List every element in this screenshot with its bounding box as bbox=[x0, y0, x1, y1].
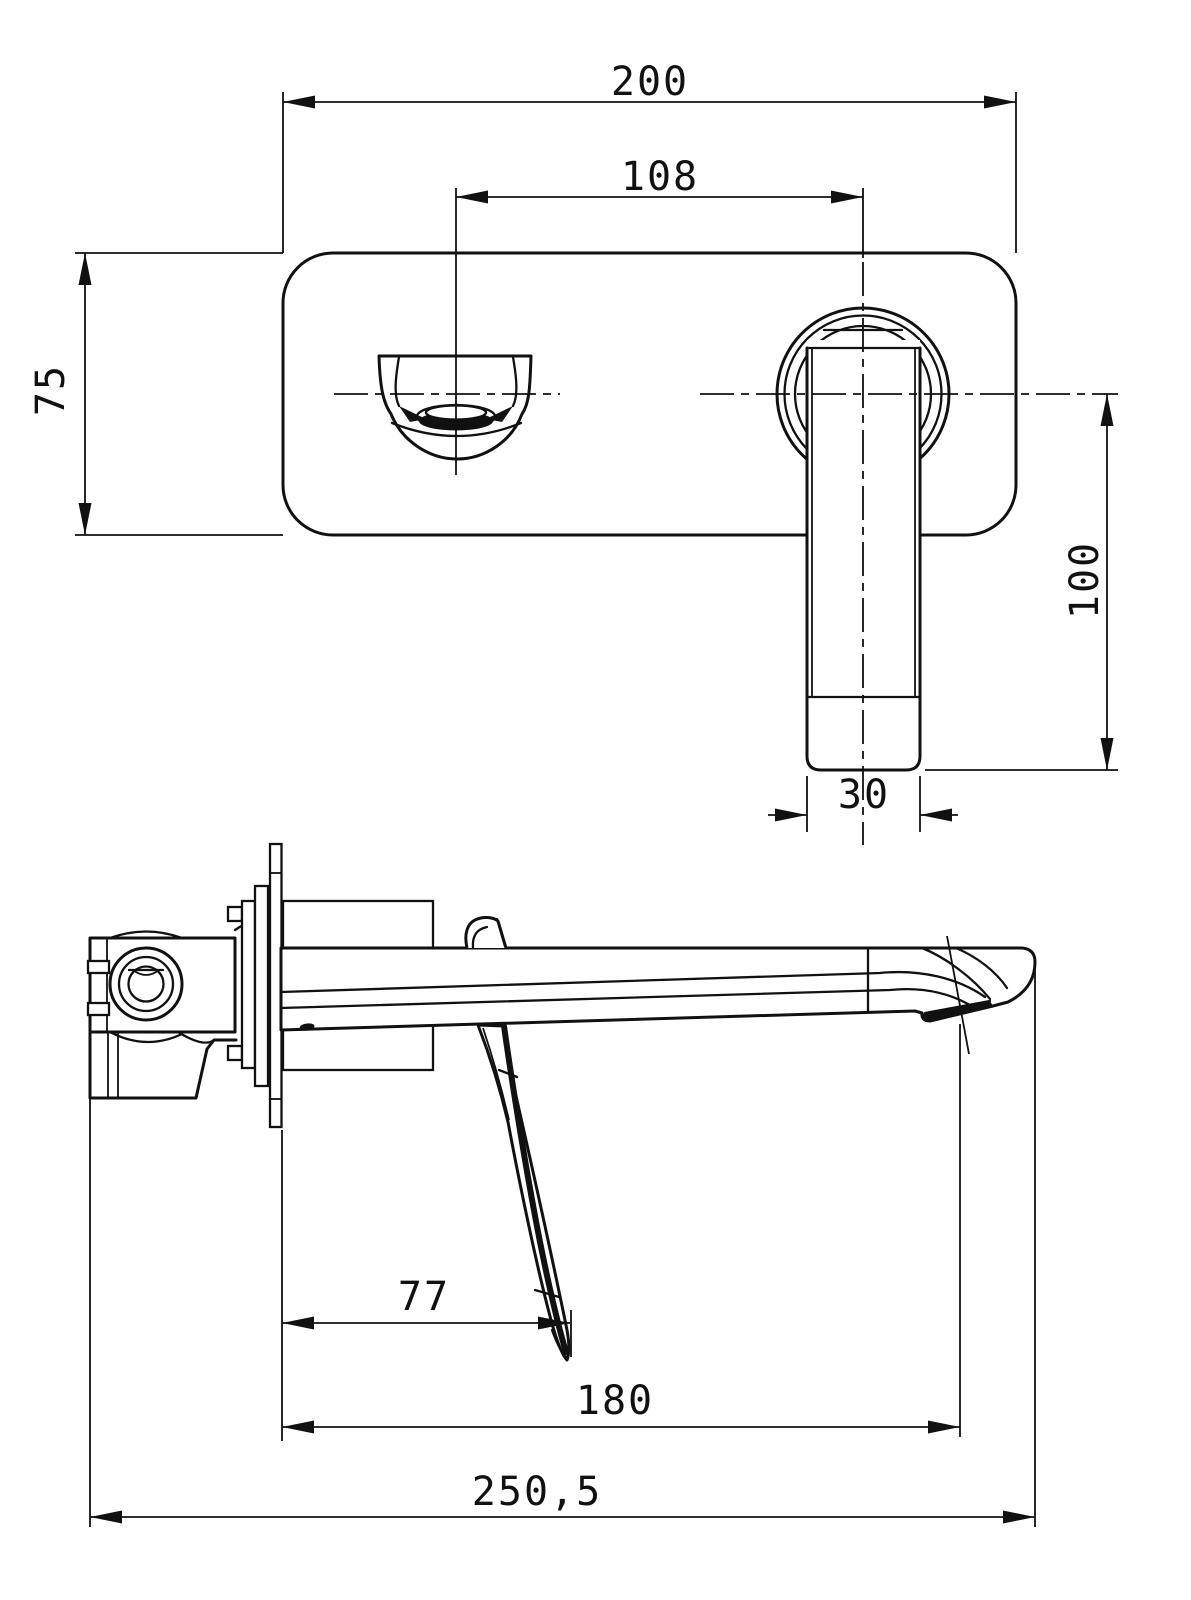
dim-plate-height-label: 75 bbox=[28, 364, 74, 416]
dim-spout-reach: 180 bbox=[282, 1024, 961, 1437]
dim-plate-width: 200 bbox=[282, 59, 1017, 253]
side-view: 77 180 250,5 bbox=[86, 842, 1037, 1527]
spout-outlet-side-dark bbox=[922, 1001, 993, 1021]
dim-overall-depth-label: 250,5 bbox=[472, 1469, 602, 1515]
dim-plate-width-label: 200 bbox=[611, 59, 689, 105]
lever-side bbox=[464, 916, 571, 1362]
valve-body bbox=[86, 917, 272, 1100]
dim-handle-length: 100 bbox=[925, 394, 1118, 771]
set-screw bbox=[299, 1023, 315, 1031]
spout-outlet-dark bbox=[399, 406, 426, 422]
dim-lever-offset: 77 bbox=[281, 1130, 572, 1441]
dim-spout-reach-label: 180 bbox=[576, 1378, 654, 1424]
front-view: 200 108 75 100 bbox=[28, 59, 1118, 845]
dim-handle-length-label: 100 bbox=[1062, 541, 1108, 619]
mounting-flanges bbox=[226, 842, 283, 1129]
spout-side bbox=[279, 935, 1037, 1055]
inlet-port bbox=[108, 946, 184, 1022]
spout-front bbox=[377, 354, 533, 461]
dim-spout-to-handle: 108 bbox=[456, 154, 864, 258]
dim-overall-depth: 250,5 bbox=[89, 957, 1036, 1527]
dim-handle-width: 30 bbox=[768, 772, 958, 832]
dim-lever-offset-label: 77 bbox=[398, 1274, 450, 1320]
outlet-axis-line bbox=[946, 935, 970, 1055]
dim-spout-to-handle-label: 108 bbox=[621, 154, 699, 200]
dim-plate-height: 75 bbox=[28, 252, 283, 536]
dim-handle-width-label: 30 bbox=[838, 772, 890, 818]
